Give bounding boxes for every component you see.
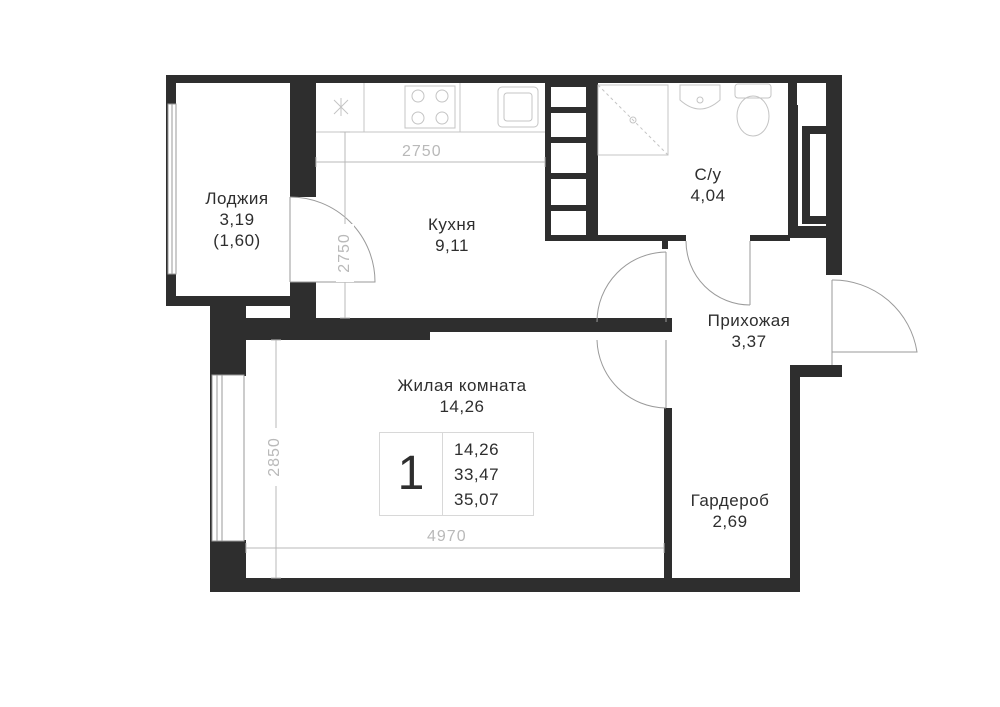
area-summary-box: 1 14,26 33,47 35,07 [379, 432, 534, 516]
bathroom-fixtures [597, 83, 772, 156]
right-shaft [797, 83, 838, 224]
room-kitchen-name: Кухня [428, 215, 476, 234]
room-hallway-name: Прихожая [707, 311, 791, 330]
room-count: 1 [380, 433, 443, 515]
dimension-living-width: 4970 [425, 528, 469, 546]
total-with-loggia-value: 35,07 [454, 490, 500, 509]
shaft-cells [551, 87, 586, 235]
room-loggia-name: Лоджия [205, 189, 269, 208]
dimension-kitchen-width: 2750 [400, 143, 444, 161]
room-wardrobe: Гардероб 2,69 [668, 490, 792, 532]
windows [167, 103, 245, 542]
room-living-area: 14,26 [439, 397, 485, 416]
living-area-value: 14,26 [454, 440, 500, 459]
dimension-living-depth: 2850 [266, 428, 284, 486]
room-loggia-area: 3,19 [219, 210, 255, 229]
dimension-kitchen-depth: 2750 [336, 224, 354, 282]
room-hallway-area: 3,37 [731, 332, 767, 351]
kitchen-counter [316, 83, 545, 133]
room-wardrobe-name: Гардероб [690, 491, 770, 510]
room-living: Жилая комната 14,26 [360, 375, 564, 417]
room-bathroom-name: С/у [694, 165, 722, 184]
room-loggia: Лоджия 3,19 (1,60) [182, 188, 292, 251]
total-area-value: 33,47 [454, 465, 500, 484]
area-list: 14,26 33,47 35,07 [454, 437, 499, 512]
room-living-name: Жилая комната [397, 376, 527, 395]
room-bathroom-area: 4,04 [690, 186, 726, 205]
room-wardrobe-area: 2,69 [712, 512, 748, 531]
room-loggia-area-coef: (1,60) [213, 231, 261, 250]
walls [166, 75, 842, 592]
room-kitchen-area: 9,11 [435, 236, 469, 255]
room-kitchen: Кухня 9,11 [400, 214, 504, 256]
room-bathroom: С/у 4,04 [660, 164, 756, 206]
room-hallway: Прихожая 3,37 [684, 310, 814, 352]
